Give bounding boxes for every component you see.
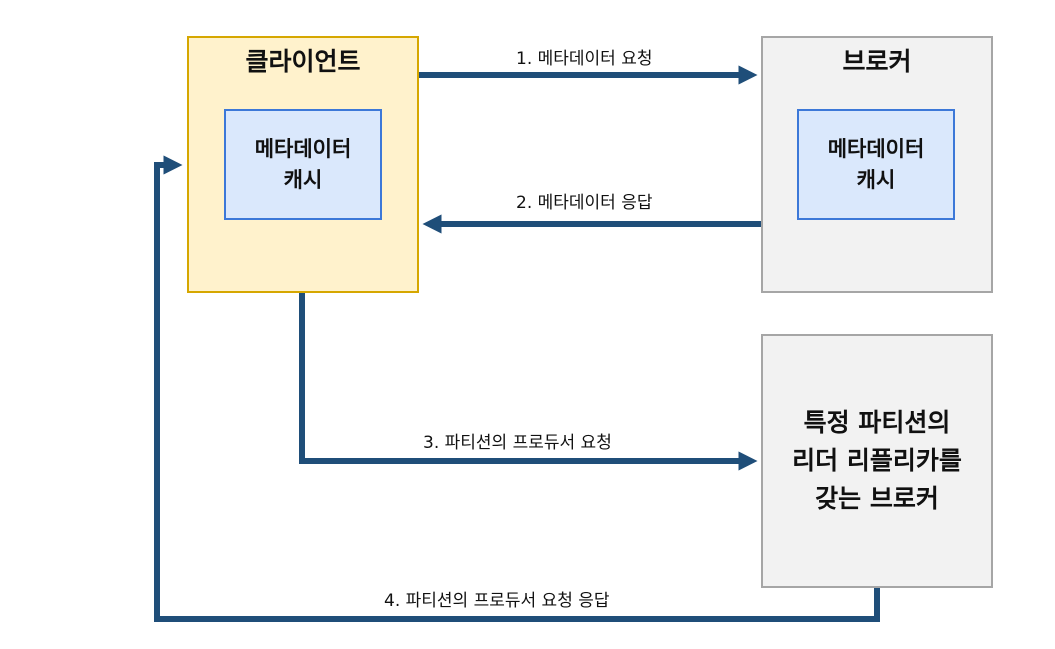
broker-metadata-cache: 메타데이터 캐시 — [797, 109, 955, 220]
broker-title: 브로커 — [842, 47, 912, 76]
arrow-produce-response — [154, 155, 880, 622]
step2-label: 2. 메타데이터 응답 — [516, 193, 653, 213]
client-metadata-cache: 메타데이터 캐시 — [224, 109, 382, 220]
client-title: 클라이언트 — [245, 47, 361, 76]
step3-label: 3. 파티션의 프로듀서 요청 — [423, 433, 612, 453]
leader-broker-box: 특정 파티션의 리더 리플리카를 갖는 브로커 — [761, 334, 993, 588]
step4-label: 4. 파티션의 프로듀서 요청 응답 — [384, 591, 610, 611]
step1-label: 1. 메타데이터 요청 — [516, 49, 653, 69]
leader-broker-label: 특정 파티션의 리더 리플리카를 갖는 브로커 — [792, 408, 962, 513]
arrow-produce-request — [299, 293, 758, 471]
